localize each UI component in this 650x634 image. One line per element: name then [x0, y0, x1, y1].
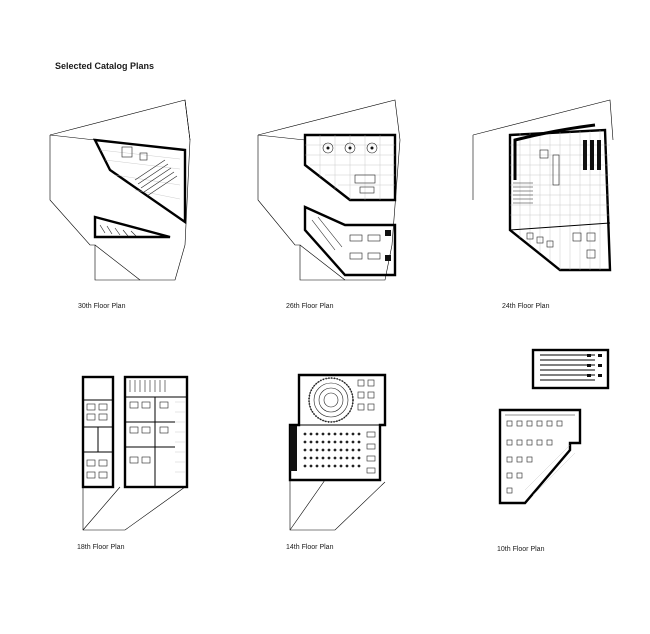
floor-plan-10-drawing [498, 348, 610, 505]
auditorium-seating-icon [308, 377, 354, 423]
plan-18th-floor [75, 372, 195, 537]
floor-plan-24-drawing [472, 99, 614, 272]
plan-24th-floor [465, 95, 625, 285]
plan-10th-floor [495, 345, 615, 505]
page-title: Selected Catalog Plans [55, 61, 155, 71]
floor-plan-30-drawing [49, 99, 191, 281]
plan-caption-18: 18th Floor Plan [77, 544, 125, 551]
plan-caption-10: 10th Floor Plan [497, 546, 545, 553]
stair-icon [129, 380, 166, 392]
floor-plan-14-drawing [288, 373, 387, 531]
sunburst-icon [322, 142, 378, 154]
plan-caption-24: 24th Floor Plan [502, 303, 550, 310]
plan-30th-floor [40, 95, 200, 285]
plan-caption-14: 14th Floor Plan [286, 544, 334, 551]
stair-icon [513, 182, 533, 204]
floor-plan-18-drawing [81, 375, 189, 531]
plan-14th-floor [285, 370, 395, 535]
seating-grid [303, 432, 361, 468]
floor-plan-26-drawing [257, 99, 401, 281]
bench-rows [583, 140, 601, 170]
plan-caption-30: 30th Floor Plan [78, 303, 126, 310]
plan-26th-floor [250, 95, 410, 285]
stair-icon [134, 159, 178, 197]
plan-caption-26: 26th Floor Plan [286, 303, 334, 310]
